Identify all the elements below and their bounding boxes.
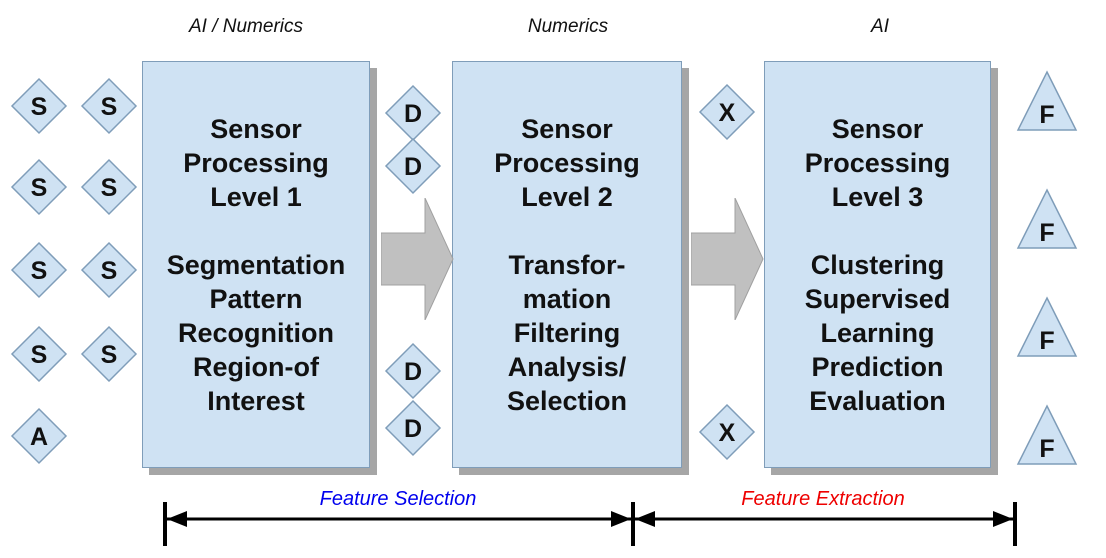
scale-arrowhead-middle-right: [635, 511, 655, 527]
sensor-symbol-col1-1: S: [10, 77, 68, 135]
box2-body-line-3: Filtering: [513, 318, 621, 348]
caption-level-3: AI: [871, 16, 889, 37]
box1-body-line-3: Recognition: [178, 318, 334, 348]
box3-body-line-2: Supervised: [804, 284, 951, 314]
svg-text:F: F: [1039, 101, 1054, 129]
feature-symbol-3: F: [1016, 296, 1078, 357]
box1-body-line-1: Segmentation: [166, 250, 346, 280]
svg-text:S: S: [31, 93, 48, 121]
feature-symbol-1: F: [1016, 70, 1078, 131]
box1-title-line-1: Sensor: [210, 114, 302, 144]
box3-title-line-1: Sensor: [831, 114, 924, 144]
box2-body-line-1: Transfor-: [508, 250, 626, 280]
scale-arrowhead-middle-left: [611, 511, 631, 527]
processing-box-level-2: Sensor Processing Level 2 Transfor- mati…: [452, 61, 682, 468]
feature-selection-label: Feature Selection: [319, 488, 477, 510]
svg-text:S: S: [101, 341, 118, 369]
svg-text:S: S: [101, 174, 118, 202]
extracted-symbol-1: X: [698, 83, 756, 141]
extracted-symbol-2: X: [698, 403, 756, 461]
data-symbol-4: D: [384, 399, 442, 457]
svg-text:X: X: [719, 99, 736, 127]
box3-body-line-1: Clustering: [810, 250, 945, 280]
svg-text:S: S: [31, 257, 48, 285]
svg-text:F: F: [1039, 327, 1054, 355]
caption-level-1: AI / Numerics: [188, 16, 304, 37]
svg-text:S: S: [31, 341, 48, 369]
svg-text:D: D: [404, 100, 422, 128]
svg-text:S: S: [101, 93, 118, 121]
sensor-symbol-col2-2: S: [80, 158, 138, 216]
box2-body-line-5: Selection: [506, 386, 628, 416]
svg-text:S: S: [101, 257, 118, 285]
sensor-symbol-col2-4: S: [80, 325, 138, 383]
svg-text:F: F: [1039, 435, 1054, 463]
processing-box-level-3: Sensor Processing Level 3 Clustering Sup…: [764, 61, 991, 468]
sensor-symbol-col2-3: S: [80, 241, 138, 299]
scale-arrowhead-left: [167, 511, 187, 527]
box3-body-line-4: Prediction: [811, 352, 944, 382]
box3-body-line-5: Evaluation: [809, 386, 946, 416]
sensor-symbol-col1-4: S: [10, 325, 68, 383]
box1-body-line-4: Region-of: [193, 352, 319, 382]
box1-title-line-2: Processing: [183, 148, 329, 178]
data-symbol-1: D: [384, 84, 442, 142]
box1-title-line-3: Level 1: [210, 182, 302, 212]
flow-arrow-2-to-3: [691, 198, 764, 320]
box2-title-line-1: Sensor: [521, 114, 613, 144]
feature-extraction-label: Feature Extraction: [741, 488, 905, 510]
data-symbol-2: D: [384, 137, 442, 195]
feature-symbol-4: F: [1016, 404, 1078, 465]
svg-text:D: D: [404, 153, 422, 181]
svg-text:D: D: [404, 415, 422, 443]
sensor-symbol-col2-1: S: [80, 77, 138, 135]
processing-box-level-1: Sensor Processing Level 1 Segmentation P…: [142, 61, 370, 468]
feature-symbol-2: F: [1016, 188, 1078, 249]
box2-body-line-2: mation: [522, 284, 612, 314]
box1-body-line-5: Interest: [207, 386, 305, 416]
svg-text:F: F: [1039, 219, 1054, 247]
svg-text:X: X: [719, 419, 736, 447]
box3-title-line-3: Level 3: [831, 182, 924, 212]
box3-title-line-2: Processing: [804, 148, 951, 178]
sensor-symbol-col1-3: S: [10, 241, 68, 299]
analog-symbol: A: [10, 407, 68, 465]
box1-body-line-2: Pattern: [209, 284, 303, 314]
scale-arrowhead-right: [993, 511, 1013, 527]
box2-title-line-3: Level 2: [521, 182, 613, 212]
box2-body-line-4: Analysis/: [507, 352, 627, 382]
caption-level-2: Numerics: [527, 16, 609, 37]
svg-text:A: A: [30, 423, 48, 451]
svg-text:D: D: [404, 358, 422, 386]
sensor-symbol-col1-2: S: [10, 158, 68, 216]
box3-body-line-3: Learning: [820, 318, 935, 348]
data-symbol-3: D: [384, 342, 442, 400]
flow-arrow-1-to-2: [381, 198, 454, 320]
box2-title-line-2: Processing: [494, 148, 640, 178]
svg-text:S: S: [31, 174, 48, 202]
